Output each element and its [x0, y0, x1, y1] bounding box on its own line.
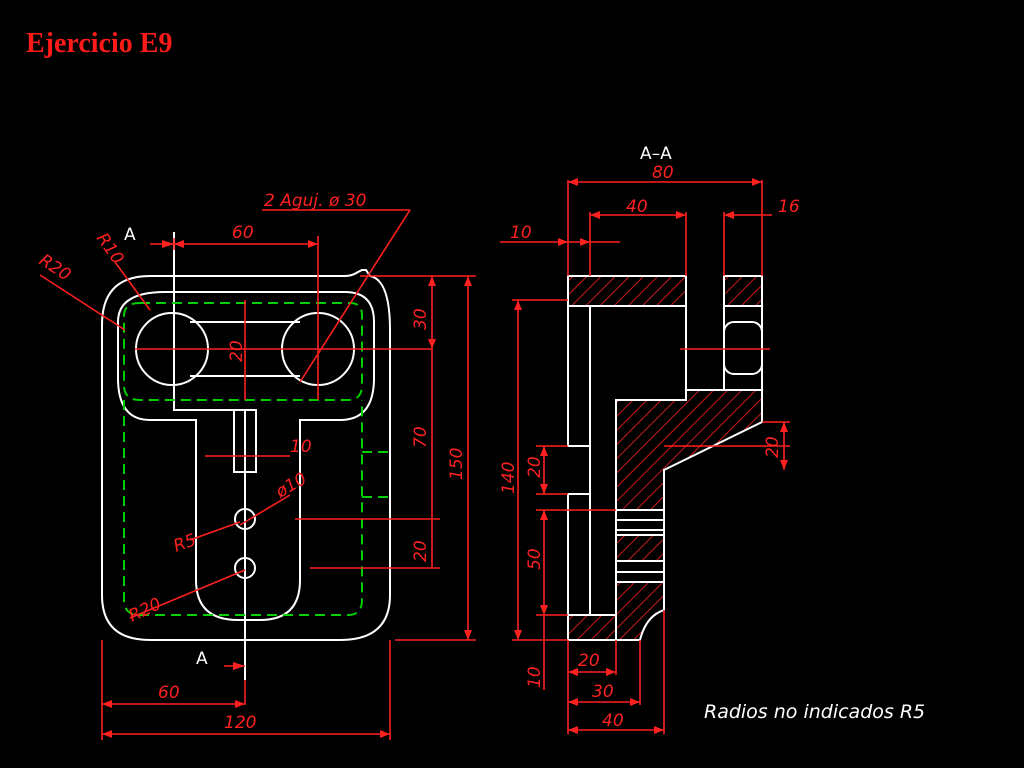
plan-arrowheads: [102, 240, 472, 738]
dim-120: 120: [224, 713, 256, 733]
section-hatch: [567, 275, 763, 641]
dim-10-left: 10: [510, 223, 532, 243]
dim-30-bottom: 30: [592, 682, 614, 702]
section-marker-bottom: A: [196, 649, 208, 669]
section-dimensions: [500, 180, 790, 734]
dim-20-slot: 20: [227, 340, 247, 362]
dim-60-bottom: 60: [158, 683, 180, 703]
dim-20-bottom: 20: [578, 651, 600, 671]
dim-20-slot-section: 20: [525, 456, 545, 478]
section-title: A–A: [640, 144, 672, 164]
dim-r10: R10: [92, 229, 128, 268]
dim-r5: R5: [171, 530, 199, 557]
dim-10-bottom: 10: [525, 666, 545, 688]
section-view: A–A 80 40 16 10 140 20 50 20 10 20 30 40: [499, 144, 800, 734]
dim-150: 150: [447, 448, 467, 480]
dim-50: 50: [525, 548, 545, 570]
dim-20-right-section: 20: [763, 436, 783, 458]
dim-30: 30: [411, 308, 431, 330]
dim-40-top: 40: [626, 197, 648, 217]
section-marker-top: A: [124, 225, 136, 245]
plan-view: A A 2 Aguj. ø 30 R10 R20 60 20 30 70 150…: [35, 191, 476, 740]
dim-80: 80: [652, 163, 674, 183]
dim-10-slot: 10: [290, 437, 312, 457]
dim-r20-top: R20: [35, 250, 74, 285]
page-title: Ejercicio E9: [26, 28, 173, 59]
section-arrowheads: [514, 178, 788, 734]
dim-20-right: 20: [411, 540, 431, 562]
holes-label: 2 Aguj. ø 30: [264, 191, 366, 211]
cutting-plane-line: [173, 232, 246, 680]
plan-outer-contour: [101, 269, 391, 641]
dim-70: 70: [411, 426, 431, 448]
dim-diam10: ø10: [272, 469, 311, 503]
dim-60-top: 60: [232, 223, 254, 243]
dim-16: 16: [778, 197, 800, 217]
dim-140: 140: [499, 462, 519, 494]
plan-hidden-lines: [123, 302, 390, 616]
dim-r20-bottom: R20: [126, 594, 165, 626]
dim-40-bottom: 40: [602, 711, 624, 731]
radius-note: Radios no indicados R5: [704, 701, 925, 723]
plan-dimensions: [39, 209, 476, 740]
